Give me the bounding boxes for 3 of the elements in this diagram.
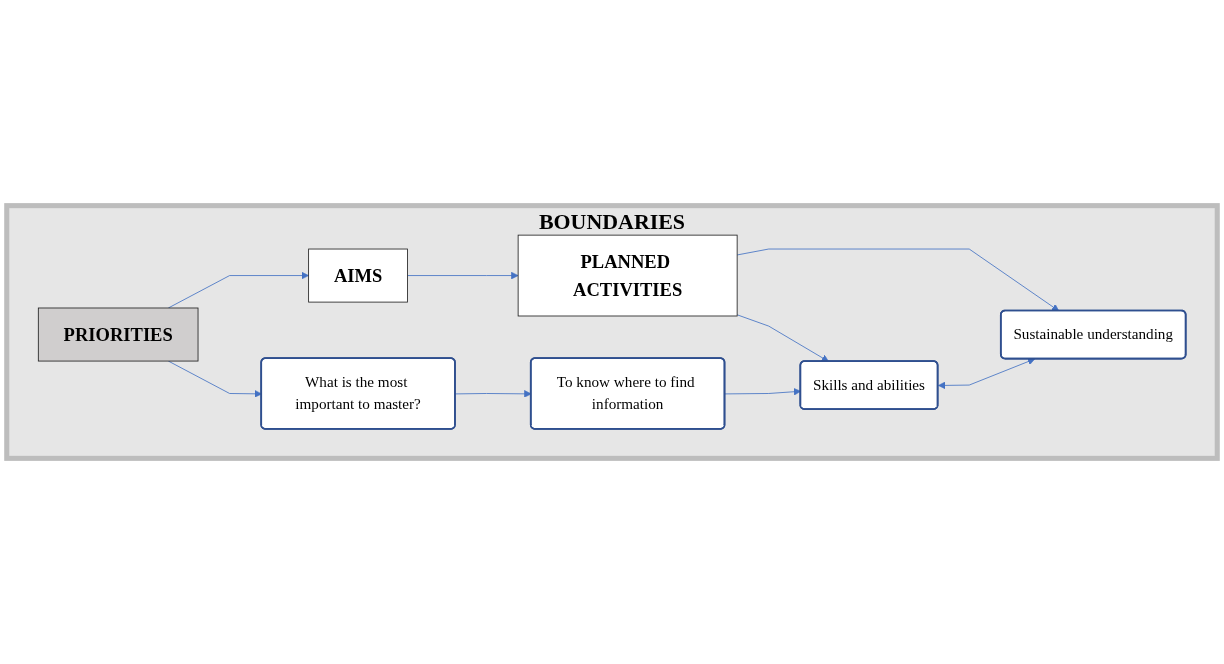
node-box: PRIORITIES [37,307,199,362]
node-box: PLANNED ACTIVITIES [517,234,738,317]
node-box: AIMS [308,248,408,303]
